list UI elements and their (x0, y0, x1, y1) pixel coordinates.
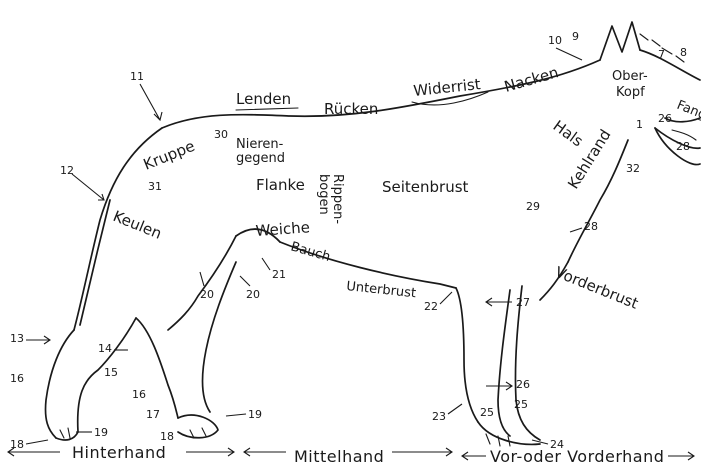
number-markers: 1 7 8 9 10 11 12 13 14 15 16 16 17 18 18… (10, 30, 690, 451)
marker-22: 22 (424, 300, 438, 313)
label-ruecken: Rücken (324, 100, 378, 118)
marker-11: 11 (130, 70, 144, 83)
label-weiche: Weiche (255, 218, 310, 240)
label-oberkopf-1: Ober- (612, 69, 648, 84)
marker-10: 10 (548, 34, 562, 47)
marker-26-head: 26 (658, 112, 672, 125)
arrow-10 (556, 48, 582, 60)
marker-13: 13 (10, 332, 24, 345)
marker-25-right: 25 (514, 398, 528, 411)
marker-26: 26 (516, 378, 530, 391)
hinterhand-right-arrow (186, 448, 234, 456)
label-rippenbogen-2: bogen (316, 174, 331, 215)
arrow-13 (26, 336, 50, 344)
label-rippenbogen-1: Rippen- (330, 174, 345, 224)
label-fang: Fang (675, 98, 701, 123)
marker-15: 15 (104, 366, 118, 379)
marker-1: 1 (636, 118, 643, 131)
marker-28-head: 28 (676, 140, 690, 153)
marker-21: 21 (272, 268, 286, 281)
vorderhand-right-arrow (668, 452, 694, 460)
label-flanke: Flanke (256, 176, 305, 194)
label-nacken: Nacken (502, 63, 560, 96)
arrow-20-right (240, 276, 250, 286)
marker-27: 27 (516, 296, 530, 309)
marker-17: 17 (146, 408, 160, 421)
label-oberkopf-2: Kopf (616, 85, 645, 100)
marker-29: 29 (526, 200, 540, 213)
label-nierengegend-2: gegend (236, 151, 285, 166)
section-hinterhand: Hinterhand (72, 443, 166, 462)
mittelhand-right-arrow (392, 448, 452, 456)
marker-14: 14 (98, 342, 112, 355)
mittelhand-left-arrow (244, 448, 286, 456)
arrow-19-right (226, 414, 246, 416)
marker-12: 12 (60, 164, 74, 177)
label-hals: Hals (550, 117, 587, 151)
lenden-underline (236, 108, 298, 110)
marker-7: 7 (658, 48, 665, 61)
arrow-20-left (200, 272, 204, 286)
arrow-21 (262, 258, 270, 270)
label-kruppe: Kruppe (141, 137, 198, 174)
marker-20-right: 20 (246, 288, 260, 301)
arrow-22 (440, 292, 452, 304)
section-bar: Hinterhand Mittelhand Vor-oder Vorderhan… (8, 443, 694, 466)
label-nierengegend-1: Nieren- (236, 137, 284, 152)
marker-32: 32 (626, 162, 640, 175)
section-vorderhand: Vor-oder Vorderhand (490, 447, 664, 466)
label-keulen: Keulen (111, 207, 165, 243)
marker-16-right: 16 (132, 388, 146, 401)
arrow-18-left (26, 440, 48, 444)
arrow-23 (448, 404, 462, 414)
vorderhand-left-arrow (462, 452, 486, 460)
marker-19-right: 19 (248, 408, 262, 421)
marker-9: 9 (572, 30, 579, 43)
label-widerrist: Widerrist (413, 75, 482, 100)
label-unterbrust: Unterbrust (346, 279, 417, 301)
marker-25-left: 25 (480, 406, 494, 419)
marker-8: 8 (680, 46, 687, 59)
marker-28: 28 (584, 220, 598, 233)
marker-23: 23 (432, 410, 446, 423)
marker-19-left: 19 (94, 426, 108, 439)
arrow-11 (140, 84, 162, 120)
arrow-28 (570, 228, 582, 232)
marker-30: 30 (214, 128, 228, 141)
region-labels: Lenden Rücken Widerrist Nacken Ober- Kop… (111, 63, 701, 312)
label-vorderbrust: Vorderbrust (553, 263, 641, 313)
marker-20-left: 20 (200, 288, 214, 301)
arrow-12 (72, 174, 104, 200)
marker-31: 31 (148, 180, 162, 193)
label-seitenbrust: Seitenbrust (382, 178, 469, 196)
marker-16-left: 16 (10, 372, 24, 385)
section-mittelhand: Mittelhand (294, 447, 384, 466)
label-lenden: Lenden (236, 90, 291, 108)
marker-18-right: 18 (160, 430, 174, 443)
label-bauch: Bauch (289, 239, 332, 265)
